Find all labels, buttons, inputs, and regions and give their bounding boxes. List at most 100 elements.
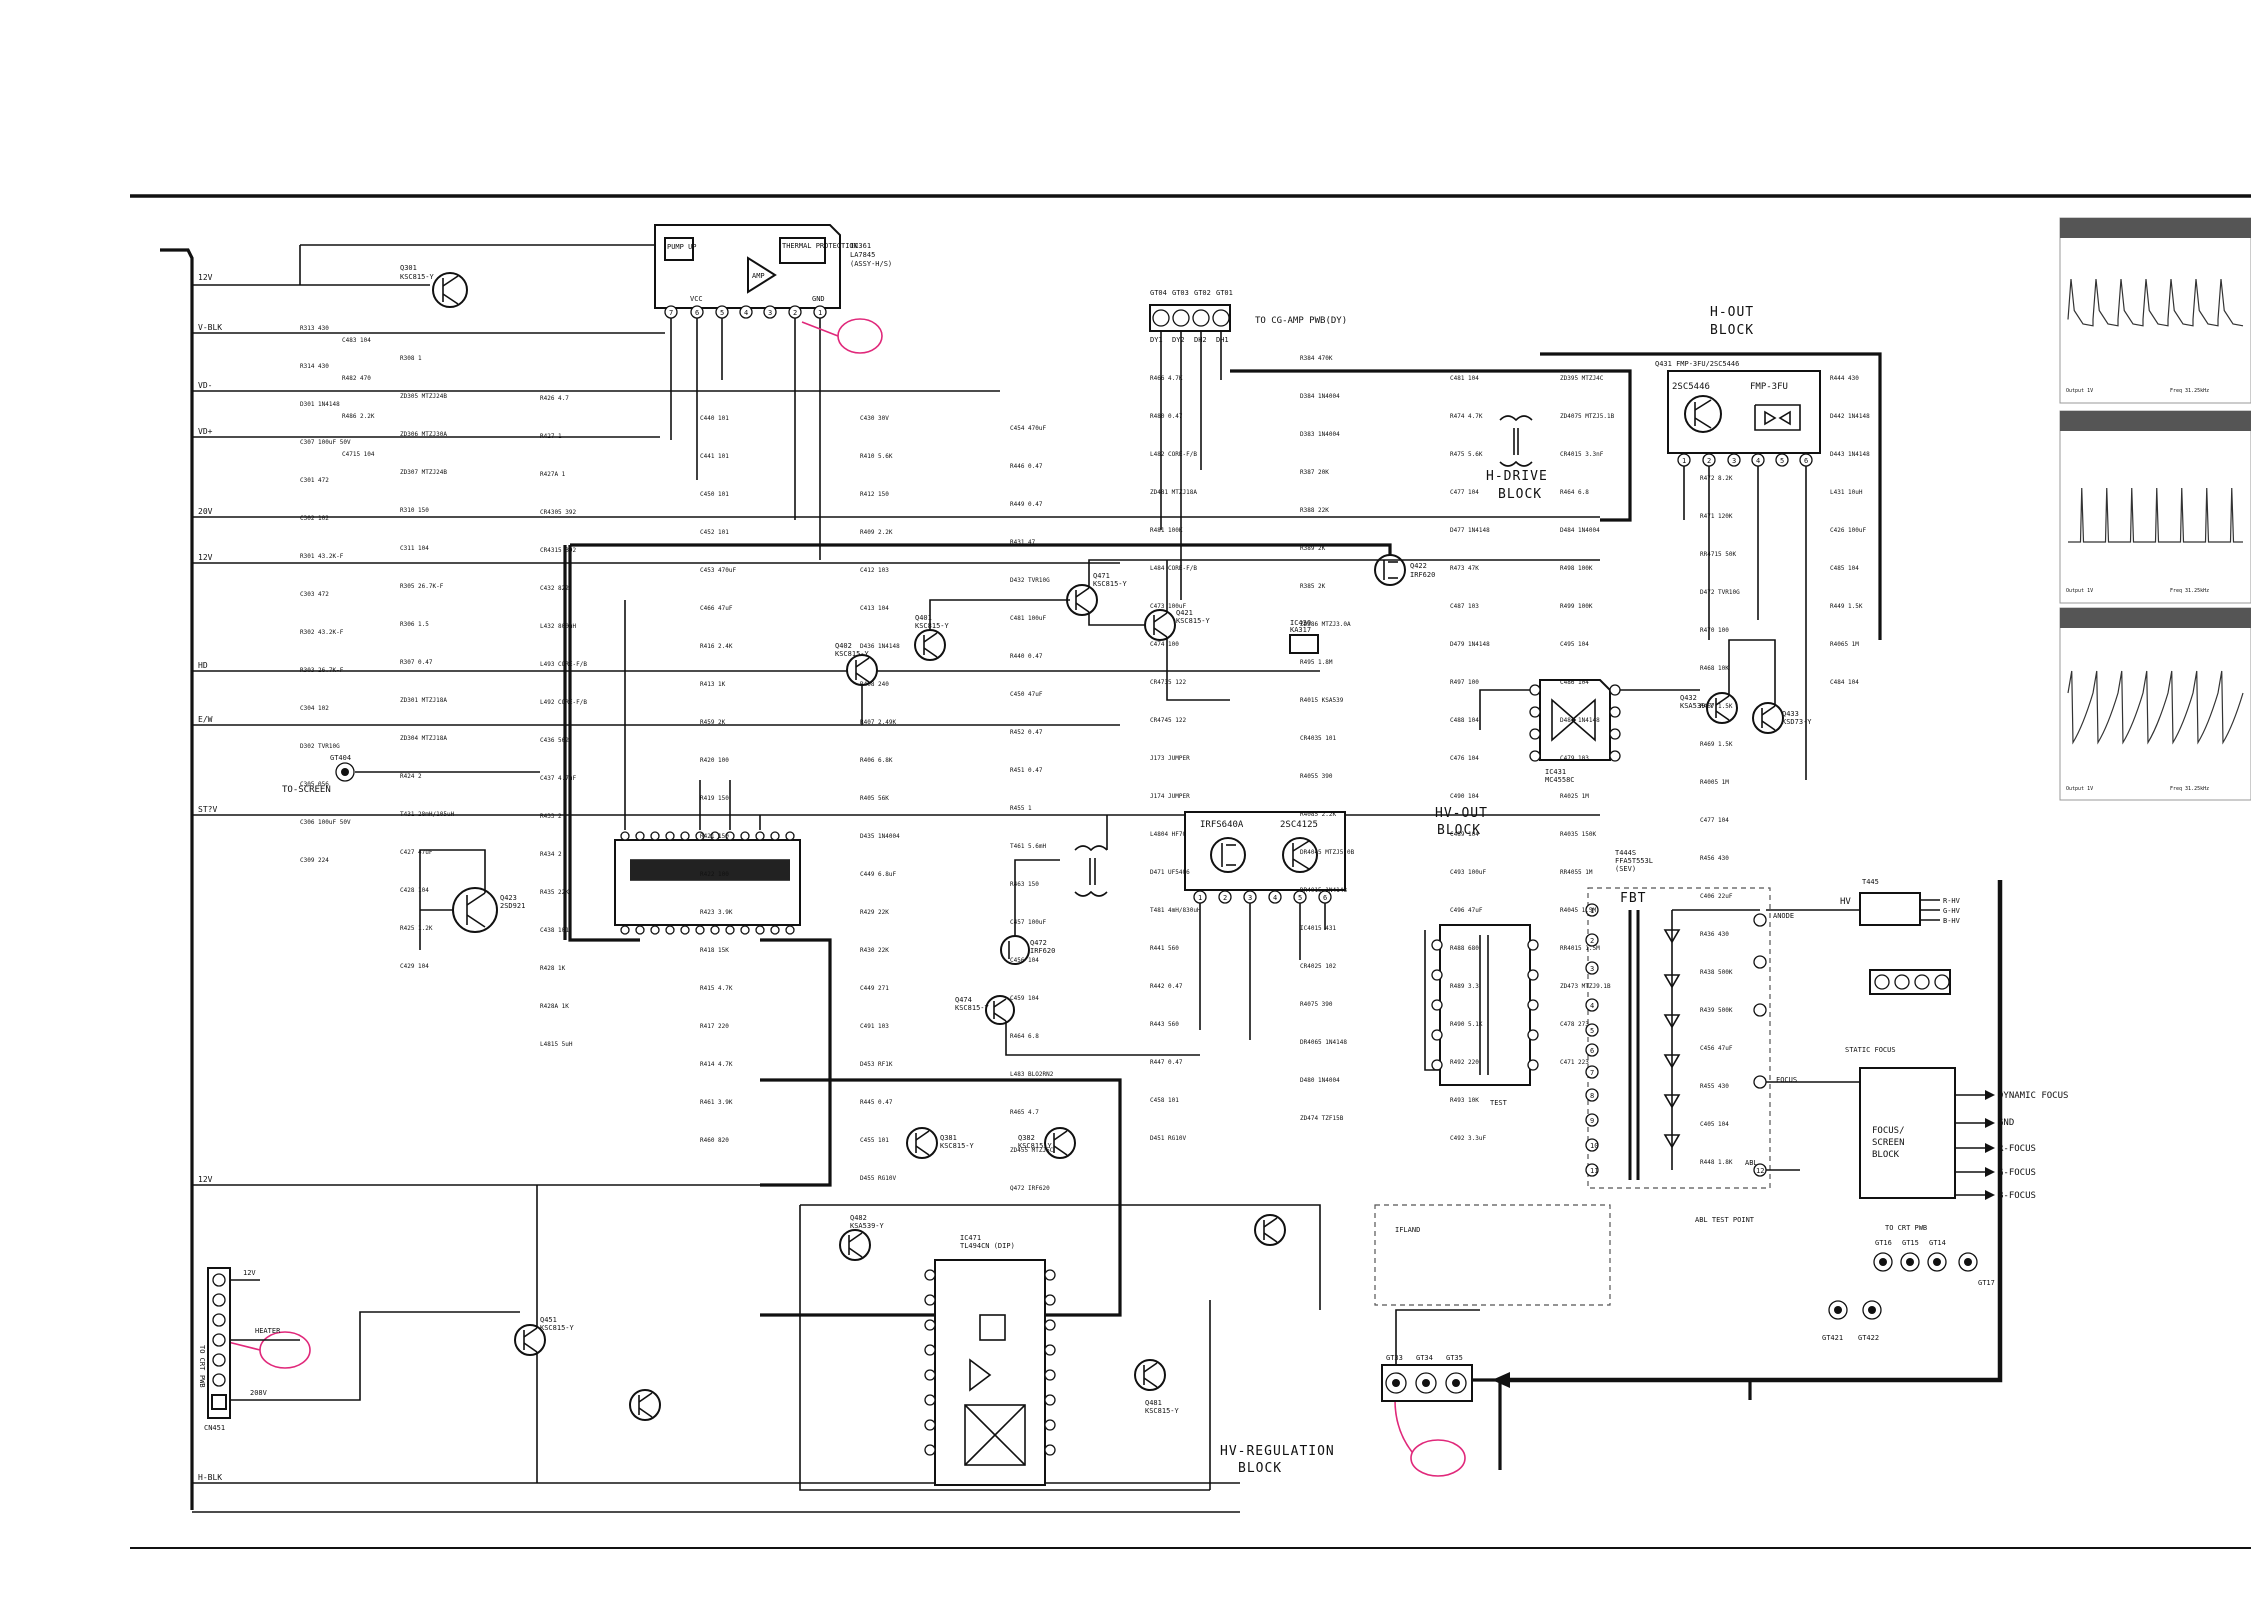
svg-text:9: 9 bbox=[1590, 1117, 1594, 1125]
svg-text:GT03: GT03 bbox=[1172, 289, 1189, 297]
q432-q433: Q432 KSA539-Y Q433 KSD73-Y bbox=[1680, 639, 1812, 734]
component-value: L493 CORE-F/B bbox=[540, 661, 587, 668]
svg-text:THERMAL PROTECTION: THERMAL PROTECTION bbox=[782, 242, 858, 250]
component-value: C449 271 bbox=[860, 985, 889, 992]
component-value: R428 1K bbox=[540, 965, 566, 972]
svg-text:GT02: GT02 bbox=[1194, 289, 1211, 297]
component-value: R448 1.8K bbox=[1700, 1159, 1733, 1166]
component-value: R495 1.8M bbox=[1300, 659, 1333, 666]
svg-text:1: 1 bbox=[818, 309, 822, 317]
component-value: C487 103 bbox=[1450, 603, 1479, 610]
component-value: RR4055 1M bbox=[1560, 869, 1593, 876]
svg-text:GND: GND bbox=[1998, 1118, 2014, 1128]
component-value: C450 47uF bbox=[1010, 691, 1043, 698]
thick-wires bbox=[568, 352, 2003, 1470]
component-value: L431 10uH bbox=[1830, 489, 1863, 496]
component-value: C474 100 bbox=[1150, 641, 1179, 648]
svg-text:CN451: CN451 bbox=[204, 1424, 225, 1432]
svg-text:B-FOCUS: B-FOCUS bbox=[1998, 1191, 2036, 1201]
component-value: C466 47uF bbox=[700, 605, 733, 612]
component-value: R406 6.8K bbox=[860, 757, 893, 764]
svg-text:DY1: DY1 bbox=[1150, 336, 1163, 344]
svg-text:Q301: Q301 bbox=[400, 264, 417, 272]
component-value: R385 2K bbox=[1300, 583, 1326, 590]
cn451-connector[interactable]: CN451 HEATER TO CRT PWB 12V 208V bbox=[198, 1267, 520, 1432]
svg-text:PWB: PWB bbox=[198, 1375, 206, 1388]
component-value: R433 2 bbox=[540, 813, 562, 820]
svg-text:GT33: GT33 bbox=[1386, 1354, 1403, 1362]
component-value: C456 47uF bbox=[1700, 1045, 1733, 1052]
net-20v: 20V bbox=[198, 507, 213, 516]
to-screen-connector[interactable]: GT404 TO-SCREEN bbox=[282, 754, 540, 795]
svg-text:BLOCK: BLOCK bbox=[1710, 323, 1754, 338]
component-value: Q472 IRF620 bbox=[1010, 1185, 1050, 1192]
component-value: ZD304 MTZJ18A bbox=[400, 735, 447, 742]
component-value: ZD395 MTZJ4C bbox=[1560, 375, 1604, 382]
component-value: D442 1N4148 bbox=[1830, 413, 1870, 420]
svg-text:2: 2 bbox=[1590, 937, 1594, 945]
svg-text:PUMP UP: PUMP UP bbox=[667, 243, 697, 251]
component-value: C488 104 bbox=[1450, 717, 1479, 724]
scope-panel-2: Output 1V Freq 31.25kHz bbox=[2059, 410, 2251, 604]
component-value: R455 1 bbox=[1010, 805, 1032, 812]
component-value: C311 104 bbox=[400, 545, 429, 552]
component-value: R307 0.47 bbox=[400, 659, 433, 666]
component-value: R431 47 bbox=[1010, 539, 1036, 546]
svg-text:HV-OUT: HV-OUT bbox=[1435, 806, 1488, 821]
net-ew: E/W bbox=[198, 715, 213, 724]
svg-text:6: 6 bbox=[1323, 894, 1327, 902]
component-value: R440 0.47 bbox=[1010, 653, 1043, 660]
component-value: C428 104 bbox=[400, 887, 429, 894]
component-value: C309 224 bbox=[300, 857, 329, 864]
component-value: C483 104 bbox=[342, 337, 371, 344]
to-screen-label: TO-SCREEN bbox=[282, 785, 331, 795]
component-value: D443 1N4148 bbox=[1830, 451, 1870, 458]
component-value: C454 470uF bbox=[1010, 425, 1047, 432]
component-value: R412 150 bbox=[860, 491, 889, 498]
component-value: R4075 390 bbox=[1300, 1001, 1333, 1008]
component-value: RR4015 1.5M bbox=[1560, 945, 1600, 952]
component-value: D435 1N4004 bbox=[860, 833, 900, 840]
ic361-pins: 7 6 5 4 3 2 1 bbox=[664, 305, 827, 319]
component-value: C306 100uF 50V bbox=[300, 819, 351, 826]
svg-text:Q421: Q421 bbox=[1176, 609, 1193, 617]
t481-transformer bbox=[1424, 924, 1539, 1086]
component-value: C491 103 bbox=[860, 1023, 889, 1030]
svg-text:10: 10 bbox=[1590, 1142, 1598, 1150]
component-value: D436 1N4148 bbox=[860, 643, 900, 650]
svg-text:H-OUT: H-OUT bbox=[1710, 305, 1754, 320]
svg-text:MC4558C: MC4558C bbox=[1545, 776, 1575, 784]
svg-text:DY2: DY2 bbox=[1172, 336, 1185, 344]
gt33-35-connectors[interactable]: GT33 GT34 GT35 bbox=[1381, 1309, 1480, 1402]
component-value: C479 103 bbox=[1560, 755, 1589, 762]
svg-text:G-FOCUS: G-FOCUS bbox=[1998, 1168, 2036, 1178]
svg-text:KSC815-Y: KSC815-Y bbox=[400, 273, 435, 281]
svg-text:5: 5 bbox=[1590, 1027, 1594, 1035]
svg-text:(SEV): (SEV) bbox=[1615, 865, 1636, 873]
svg-text:GT15: GT15 bbox=[1902, 1239, 1919, 1247]
component-value: C438 101 bbox=[540, 927, 569, 934]
net-12v-mid: 12V bbox=[198, 553, 213, 562]
component-value: R414 4.7K bbox=[700, 1061, 733, 1068]
component-value: D471 UF5406 bbox=[1150, 869, 1190, 876]
svg-text:5: 5 bbox=[720, 309, 724, 317]
svg-text:GT14: GT14 bbox=[1929, 1239, 1946, 1247]
component-value: C496 47uF bbox=[1450, 907, 1483, 914]
svg-text:2: 2 bbox=[793, 309, 797, 317]
svg-text:GT422: GT422 bbox=[1858, 1334, 1879, 1342]
component-value: ZD386 MTZJ3.0A bbox=[1300, 621, 1351, 628]
svg-text:DH1: DH1 bbox=[1216, 336, 1229, 344]
svg-text:3: 3 bbox=[768, 309, 772, 317]
crt-pwb-connectors[interactable]: TO CRT PWB GT16 GT15 GT14 GT17 GT421 GT4… bbox=[1822, 1224, 1995, 1342]
cg-amp-connectors[interactable]: GT04 GT03 GT02 GT01 DY1 DY2 DH2 DH1 TO C… bbox=[1149, 289, 1347, 600]
component-value: L482 CORE-F/B bbox=[1150, 451, 1197, 458]
component-value: R425 1.2K bbox=[400, 925, 433, 932]
component-value: R415 4.7K bbox=[700, 985, 733, 992]
svg-text:8: 8 bbox=[1590, 1092, 1594, 1100]
svg-text:3: 3 bbox=[1590, 965, 1594, 973]
component-value: R308 1 bbox=[400, 355, 422, 362]
component-value: R4065 1M bbox=[1830, 641, 1859, 648]
component-value: R303 26.7K-F bbox=[300, 667, 344, 674]
component-value: R310 150 bbox=[400, 507, 429, 514]
